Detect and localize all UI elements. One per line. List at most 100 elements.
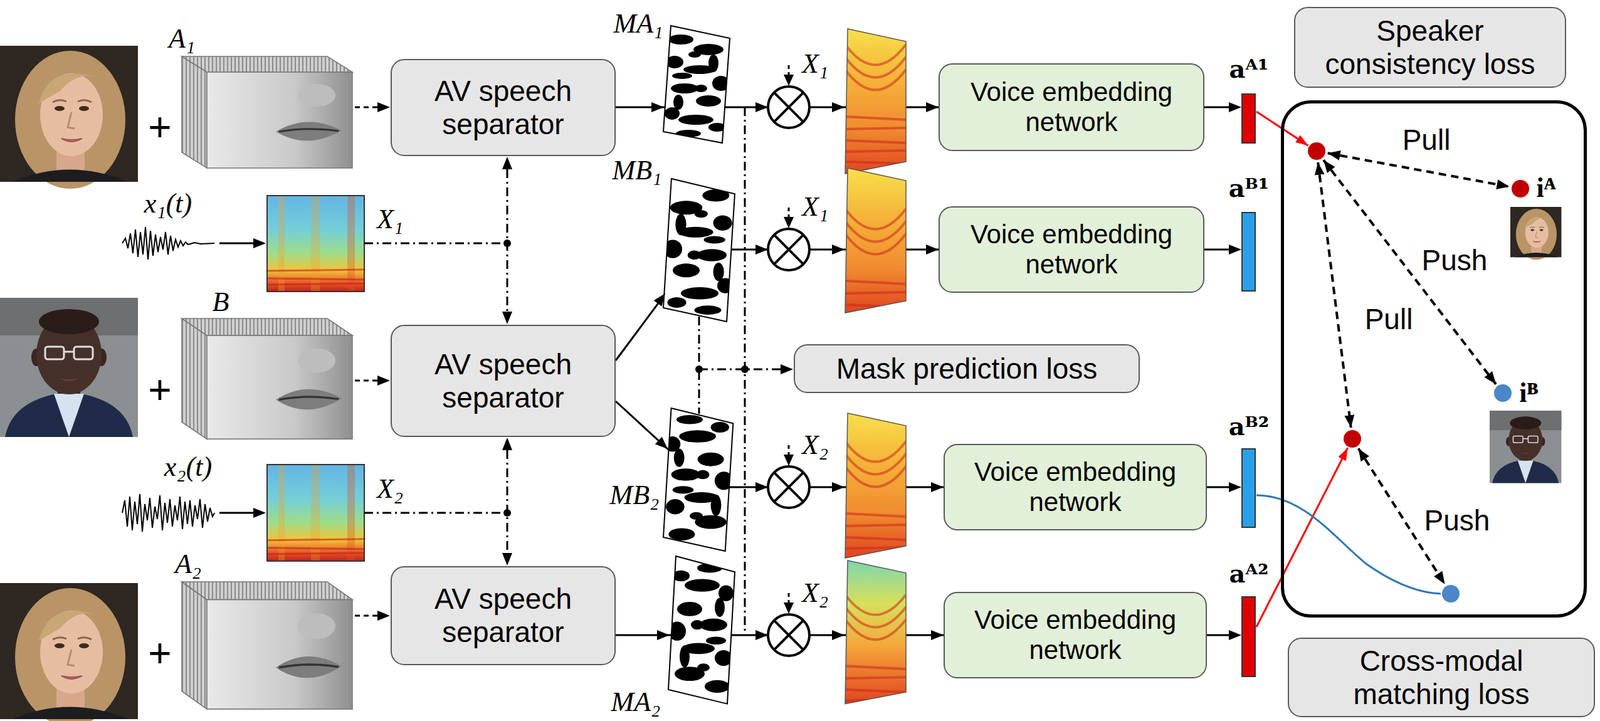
label-text: aᴬ² xyxy=(1229,558,1269,589)
multiply-symbol xyxy=(768,614,810,656)
face-photos xyxy=(0,583,138,721)
text-block: Voice embedding network xyxy=(952,219,1191,281)
output-spectrogram xyxy=(845,560,906,713)
label-text: aᴮ¹ xyxy=(1228,173,1270,203)
arrowhead xyxy=(755,244,769,255)
embedding-label: aᴬ¹ xyxy=(1229,56,1269,82)
separator-box: AV speech separator xyxy=(390,58,616,157)
separator-box: AV speech separator xyxy=(390,324,616,437)
embedding-space-panel: PulliᴬPushPulliᴮPush xyxy=(1280,100,1587,618)
arrowhead xyxy=(831,630,845,641)
text-block: AV speech separator xyxy=(404,74,602,142)
embedding-label: aᴬ² xyxy=(1229,561,1269,587)
arrowhead xyxy=(377,610,390,621)
embedding-vector xyxy=(1242,212,1256,291)
embedding-network-box: Voice embedding network xyxy=(938,63,1205,152)
text-block: Voice embedding network xyxy=(957,457,1194,518)
output-spectrogram xyxy=(845,28,906,174)
label-text: X₂ xyxy=(801,577,829,609)
node-text: Voice embedding network xyxy=(970,77,1173,137)
multiply-symbol xyxy=(768,466,810,508)
arrow xyxy=(1204,107,1231,636)
node-text: AV speech separator xyxy=(434,582,572,649)
output-spectrogram xyxy=(845,168,906,313)
embedding-space-figure xyxy=(1442,584,1460,603)
space-label: iᴬ xyxy=(1536,172,1556,204)
arrow xyxy=(1206,634,1231,637)
waveform xyxy=(122,494,215,532)
math-label: X₁ xyxy=(376,205,404,234)
node-text: Voice embedding network xyxy=(974,457,1177,517)
label-text: X₁ xyxy=(376,203,404,235)
mask-image xyxy=(664,415,733,541)
arrowhead xyxy=(783,602,794,614)
arrowhead xyxy=(755,630,769,641)
arrowhead xyxy=(1228,630,1242,641)
label-text: aᴮ² xyxy=(1228,411,1270,441)
math-label: A₂ xyxy=(174,550,202,579)
label-text: X₂ xyxy=(801,429,829,461)
arrowhead xyxy=(253,507,266,518)
lip-volumes xyxy=(181,318,353,439)
label-text: X₂ xyxy=(376,473,404,505)
mask-image xyxy=(663,178,735,322)
mask-image xyxy=(663,25,730,143)
dashed-arrow xyxy=(788,65,790,604)
label-text: x₁(t) xyxy=(144,188,192,219)
label-text: MA₁ xyxy=(613,8,664,39)
mask-image xyxy=(663,189,734,315)
embedding-space-figure xyxy=(1327,152,1510,187)
arrow xyxy=(219,512,254,515)
embedding-space-figure xyxy=(1317,152,1510,585)
arrowhead xyxy=(780,364,794,375)
label-text: A₂ xyxy=(174,548,202,580)
arrowhead xyxy=(377,102,390,113)
plus-sign: + xyxy=(147,369,172,411)
math-label: MB₂ xyxy=(610,481,660,510)
separator-box: AV speech separator xyxy=(390,566,616,666)
embedding-label: aᴮ² xyxy=(1228,413,1270,439)
text-block: Voice embedding network xyxy=(952,77,1191,138)
mask-image xyxy=(663,189,734,315)
arrowhead xyxy=(831,482,845,493)
loss-box: Mask prediction loss xyxy=(793,344,1140,394)
output-spectrogram xyxy=(845,413,906,561)
output-spectrogram xyxy=(845,560,906,713)
math-label: X₁ xyxy=(801,50,829,78)
junction-dot xyxy=(503,509,511,517)
embedding-space-figure xyxy=(1256,495,1441,594)
label-text: MB₁ xyxy=(612,154,663,186)
multiply-symbol xyxy=(774,92,804,123)
text-block: Mask prediction loss xyxy=(836,352,1098,386)
text-block: AV speech separator xyxy=(404,347,602,415)
loss-box: Cross-modal matching loss xyxy=(1287,637,1595,718)
node-text: Speaker consistency loss xyxy=(1325,14,1536,81)
dashed-arrow xyxy=(788,207,790,218)
space-label: Push xyxy=(1421,243,1488,277)
space-label: Pull xyxy=(1364,302,1414,336)
face-photos xyxy=(0,45,138,721)
arrowhead xyxy=(502,311,513,325)
output-spectrogram xyxy=(845,560,906,705)
mask-image xyxy=(668,563,734,693)
embedding-space-figure xyxy=(1510,206,1562,260)
text-block: Push xyxy=(1421,245,1488,275)
arrowhead xyxy=(755,102,769,113)
arrowhead xyxy=(502,552,513,566)
label-text: B xyxy=(212,286,230,318)
embedding-space-figure xyxy=(1511,179,1530,198)
dashed-arrow xyxy=(354,106,378,109)
arrowhead xyxy=(657,630,670,641)
multiply-symbol xyxy=(774,472,804,503)
mask-image xyxy=(664,415,733,541)
mask-image xyxy=(663,25,735,705)
label-text: + xyxy=(147,630,172,676)
output-spectrogram xyxy=(845,413,906,561)
text-block: iᴬ xyxy=(1536,174,1556,202)
mask-image xyxy=(668,556,735,705)
node-text: Voice embedding network xyxy=(970,219,1173,279)
embedding-space-figure xyxy=(1256,447,1348,627)
math-label: x₁(t) xyxy=(144,189,192,218)
mask-image xyxy=(668,563,734,693)
